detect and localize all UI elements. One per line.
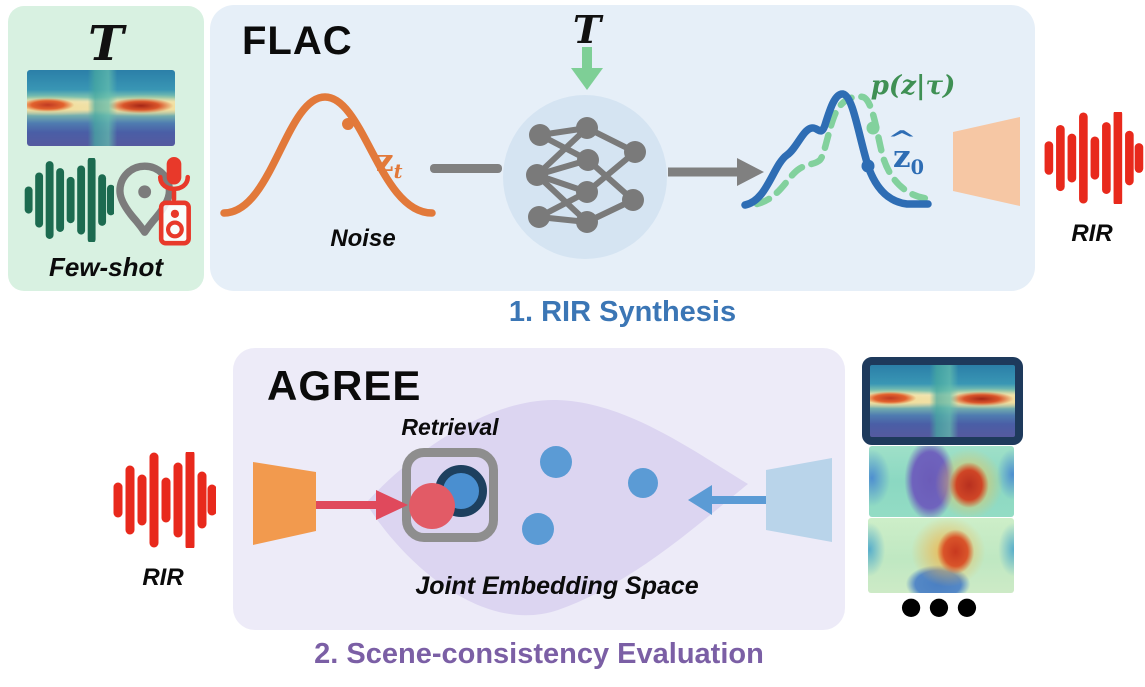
- rir-output-label: RIR: [1071, 220, 1113, 247]
- selected-panorama-image: [870, 365, 1015, 437]
- decoder-trapezoid: [953, 117, 1020, 206]
- flac-panel: FLAC zt Noise: [210, 5, 1035, 291]
- posterior-curve: [753, 93, 936, 208]
- fewshot-caption: Few-shot: [48, 252, 164, 282]
- audio-embedding-point: [409, 483, 455, 529]
- ellipsis-icon: ●●●: [900, 592, 985, 620]
- panorama-candidate-image: [869, 446, 1014, 517]
- neural-network-icon: [526, 117, 646, 233]
- denoised-latent-label: ^z0: [886, 126, 924, 180]
- rir-output: RIR: [1040, 112, 1144, 248]
- rir-waveform-icon: [1044, 112, 1144, 204]
- audio-encoder-trapezoid: [253, 462, 316, 545]
- flac-title: FLAC: [242, 19, 353, 63]
- agree-panel: AGREE Retrieval Joint Embedding Space: [233, 348, 845, 630]
- script-t-symbol: T: [88, 16, 124, 72]
- mic-location-icon: [116, 157, 191, 246]
- rir-input-label: RIR: [142, 564, 184, 591]
- retrieval-box: [402, 448, 498, 542]
- noise-distribution-curve: [220, 93, 436, 217]
- embedding-point: [522, 513, 554, 545]
- latent-connector-line: [430, 164, 502, 173]
- rir-input: RIR: [110, 452, 216, 592]
- noise-caption: Noise: [330, 225, 396, 252]
- denoiser-circle: [503, 95, 667, 259]
- embedding-space-caption: Joint Embedding Space: [415, 572, 699, 600]
- denoised-distribution-curves: [741, 90, 936, 209]
- fewshot-panel: T Few-shot: [8, 6, 204, 291]
- noisy-latent-label: zt: [376, 143, 403, 184]
- panorama-candidate-image: [868, 518, 1014, 593]
- posterior-label: p(z|τ): [870, 71, 956, 101]
- embedding-point: [540, 446, 572, 478]
- condition-arrow-icon: [571, 47, 603, 90]
- visual-embedding-arrow: [688, 485, 766, 515]
- selected-panorama-frame: [862, 357, 1023, 445]
- agree-title: AGREE: [267, 362, 422, 409]
- output-arrow-icon: [668, 158, 764, 186]
- embedding-point: [628, 468, 658, 498]
- stage1-caption: 1. RIR Synthesis: [508, 296, 737, 328]
- visual-encoder-trapezoid: [766, 458, 832, 542]
- rir-waveform-icon: [113, 452, 216, 548]
- condition-symbol: T: [572, 7, 602, 52]
- scene-acoustic-map-thumbnail: [27, 70, 175, 146]
- audio-waveform-icon: [24, 158, 114, 242]
- stage2-caption: 2. Scene-consistency Evaluation: [314, 638, 764, 670]
- retrieval-caption: Retrieval: [401, 414, 499, 440]
- audio-embedding-arrow: [316, 490, 408, 520]
